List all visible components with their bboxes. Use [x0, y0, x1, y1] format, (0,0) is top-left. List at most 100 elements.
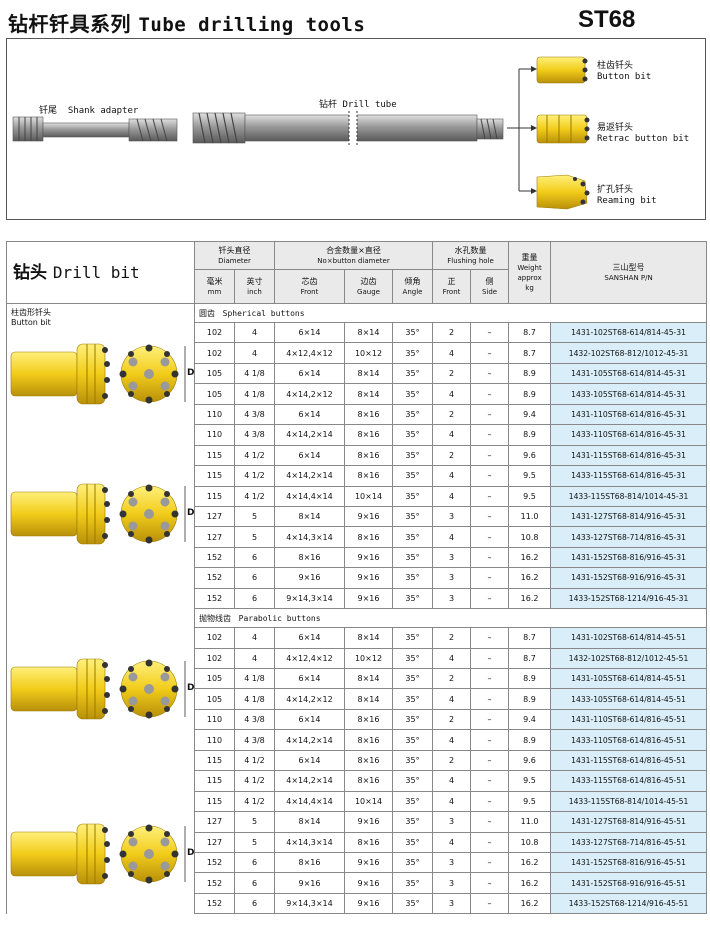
front-cell: 4×14,2×14	[274, 424, 345, 446]
weight-cell: 9.4	[508, 403, 552, 426]
gauge-cell: 9×16	[344, 546, 393, 569]
pn-cell: 1433-152ST68-1214/916-45-51	[550, 892, 708, 915]
angle-cell: 35°	[391, 485, 434, 507]
angle-cell: 35°	[391, 647, 434, 670]
inch-cell: 4 3/8	[234, 403, 275, 426]
angle-cell: 35°	[391, 831, 434, 853]
weight-cell: 9.4	[508, 708, 552, 731]
flush-side-cell: –	[470, 567, 510, 589]
weight-cell: 8.7	[508, 627, 552, 649]
left-label-en: Button bit	[11, 318, 51, 327]
button-bit-image: D	[8, 334, 194, 426]
mm-cell: 110	[194, 424, 235, 446]
flush-side-cell: –	[470, 403, 510, 426]
button-bit-image: D	[8, 474, 195, 566]
flush-front-cell: 3	[432, 872, 472, 894]
weight-cell: 9.5	[508, 465, 552, 487]
flush-front-cell: 4	[432, 465, 472, 487]
flush-side-cell: –	[470, 872, 510, 894]
flush-front-cell: 4	[432, 647, 472, 670]
pn-cell: 1431-102ST68-614/814-45-31	[550, 321, 708, 344]
angle-cell: 35°	[391, 729, 434, 751]
angle-cell: 35°	[391, 667, 434, 690]
flush-front-cell: 3	[432, 851, 472, 874]
left-label-cn: 柱齿形钎头	[11, 308, 51, 317]
front-cell: 6×14	[274, 403, 345, 426]
front-cell: 4×14,3×14	[274, 526, 345, 548]
flush-side-cell: –	[470, 444, 510, 467]
mm-cell: 105	[194, 667, 235, 690]
inch-cell: 4	[234, 321, 275, 344]
button-bit-image: D	[8, 649, 194, 741]
weight-cell: 11.0	[508, 811, 552, 833]
section-label: 圆齿 Spherical buttons	[193, 303, 708, 323]
title-cn: 钻杆钎具系列	[8, 12, 131, 36]
flush-side-cell: –	[470, 362, 510, 385]
flush-side-cell: –	[470, 383, 510, 405]
mm-cell: 105	[194, 362, 235, 385]
inch-cell: 4 1/8	[234, 362, 275, 385]
weight-cell: 16.2	[508, 872, 552, 894]
gauge-cell: 8×16	[344, 465, 393, 487]
angle-cell: 35°	[391, 811, 434, 833]
inch-cell: 4 1/2	[234, 444, 275, 467]
gauge-cell: 8×16	[344, 831, 393, 853]
button-bit-image: D	[8, 814, 194, 906]
flush-front-cell: 4	[432, 790, 472, 813]
flush-front-cell: 2	[432, 749, 472, 772]
weight-cell: 9.5	[508, 770, 552, 792]
pn-cell: 1432-102ST68-812/1012-45-31	[550, 342, 708, 364]
flush-front-cell: 4	[432, 729, 472, 751]
front-cell: 4×14,4×14	[274, 790, 345, 813]
flush-front-cell: 3	[432, 587, 472, 610]
gauge-cell: 8×16	[344, 424, 393, 446]
front-cell: 4×14,4×14	[274, 485, 345, 507]
inch-cell: 4 1/2	[234, 790, 275, 813]
mm-cell: 152	[194, 587, 235, 610]
mm-cell: 105	[194, 383, 235, 405]
mm-cell: 152	[194, 567, 235, 589]
angle-cell: 35°	[391, 587, 434, 610]
flush-front-cell: 4	[432, 688, 472, 710]
weight-cell: 16.2	[508, 851, 552, 874]
flush-side-cell: –	[470, 505, 510, 528]
weight-cell: 16.2	[508, 567, 552, 589]
dimension-d-label: D	[187, 508, 195, 518]
flush-side-cell: –	[470, 587, 510, 610]
weight-cell: 8.9	[508, 688, 552, 710]
front-cell: 6×14	[274, 667, 345, 690]
flush-side-cell: –	[470, 342, 510, 364]
inch-cell: 5	[234, 831, 275, 853]
inch-cell: 4 1/2	[234, 465, 275, 487]
front-cell: 9×14,3×14	[274, 587, 345, 610]
gauge-cell: 9×16	[344, 567, 393, 589]
gauge-cell: 8×14	[344, 321, 393, 344]
flush-front-cell: 2	[432, 362, 472, 385]
gauge-cell: 9×16	[344, 505, 393, 528]
angle-cell: 35°	[391, 688, 434, 710]
gauge-cell: 10×12	[344, 647, 393, 670]
inch-cell: 6	[234, 892, 275, 915]
gauge-cell: 8×14	[344, 627, 393, 649]
pn-cell: 1431-115ST68-614/816-45-31	[550, 444, 708, 467]
angle-cell: 35°	[391, 321, 434, 344]
pn-cell: 1433-115ST68-614/816-45-31	[550, 465, 708, 487]
inch-cell: 4 1/2	[234, 749, 275, 772]
front-cell: 4×14,3×14	[274, 831, 345, 853]
mm-cell: 115	[194, 749, 235, 772]
mm-cell: 102	[194, 647, 235, 670]
pn-cell: 1431-152ST68-816/916-45-51	[550, 851, 708, 874]
